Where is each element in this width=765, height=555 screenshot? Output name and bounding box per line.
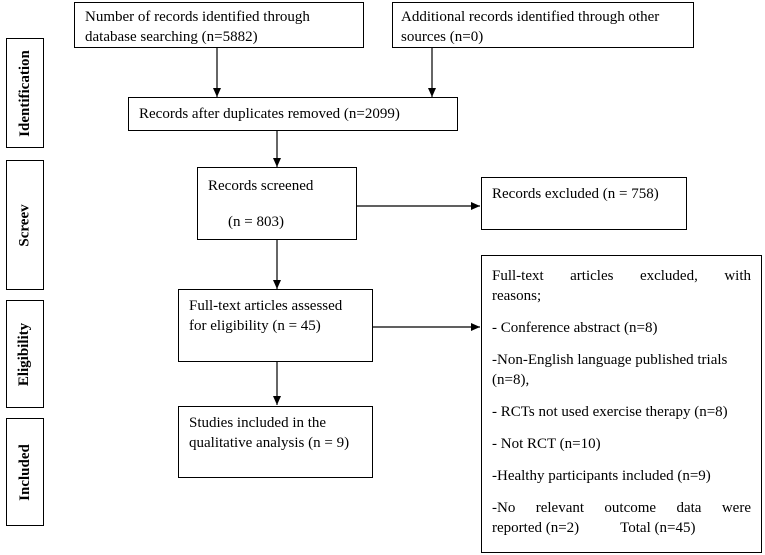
other-records-box: Additional records identified through ot… [392, 2, 694, 48]
studies-included-box: Studies included in the qualitative anal… [178, 406, 373, 478]
exclusion-reason: - RCTs not used exercise therapy (n=8) [492, 404, 728, 420]
studies-included-line-2: qualitative analysis (n = 9) [189, 435, 350, 451]
exclusion-reason: -Non-English language published trials [492, 352, 728, 368]
exclusion-reason: - Not RCT (n=10) [492, 436, 601, 452]
stage-included: Included [6, 418, 44, 526]
full-text-assessed-line-2: for eligibility (n = 45) [189, 318, 321, 334]
exclusion-reason: - Conference abstract (n=8) [492, 320, 658, 336]
after-duplicates-text: Records after duplicates removed (n=2099… [139, 106, 400, 122]
studies-included-line-1: Studies included in the [189, 415, 327, 431]
after-duplicates-box: Records after duplicates removed (n=2099… [128, 97, 458, 131]
database-records-line-1: Number of records identified through [85, 9, 310, 25]
records-excluded-text: Records excluded (n = 758) [492, 186, 659, 202]
excluded-heading-line-2: reasons; [492, 288, 542, 304]
database-records-line-2: database searching (n=5882) [85, 29, 258, 45]
exclusion-reason: (n=8), [492, 372, 530, 388]
stage-eligibility-label: Eligibility [16, 322, 33, 386]
full-text-excluded-box: Full-text articles excluded, with reason… [481, 255, 762, 553]
full-text-assessed-line-1: Full-text articles assessed [189, 298, 343, 314]
records-screened-line-1: Records screened [208, 178, 314, 194]
exclusion-reason: -No relevant outcome data were [492, 500, 751, 516]
exclusion-reason: -Healthy participants included (n=9) [492, 468, 711, 484]
records-screened-box: Records screened (n = 803) [197, 167, 357, 240]
stage-identification: Identification [6, 38, 44, 148]
exclusion-reason-total: reported (n=2) Total (n=45) [492, 520, 696, 536]
excluded-heading-line-1: Full-text articles excluded, with [492, 268, 751, 284]
other-records-line-1: Additional records identified through ot… [401, 9, 660, 25]
stage-identification-label: Identification [16, 49, 33, 137]
full-text-assessed-box: Full-text articles assessed for eligibil… [178, 289, 373, 362]
records-screened-line-2: (n = 803) [228, 214, 284, 230]
stage-eligibility: Eligibility [6, 300, 44, 408]
other-records-line-2: sources (n=0) [401, 29, 484, 45]
stage-screening-label: Screev [16, 203, 33, 247]
database-records-box: Number of records identified through dat… [74, 2, 364, 48]
records-excluded-box: Records excluded (n = 758) [481, 177, 687, 230]
stage-included-label: Included [16, 443, 33, 501]
stage-screening: Screev [6, 160, 44, 290]
